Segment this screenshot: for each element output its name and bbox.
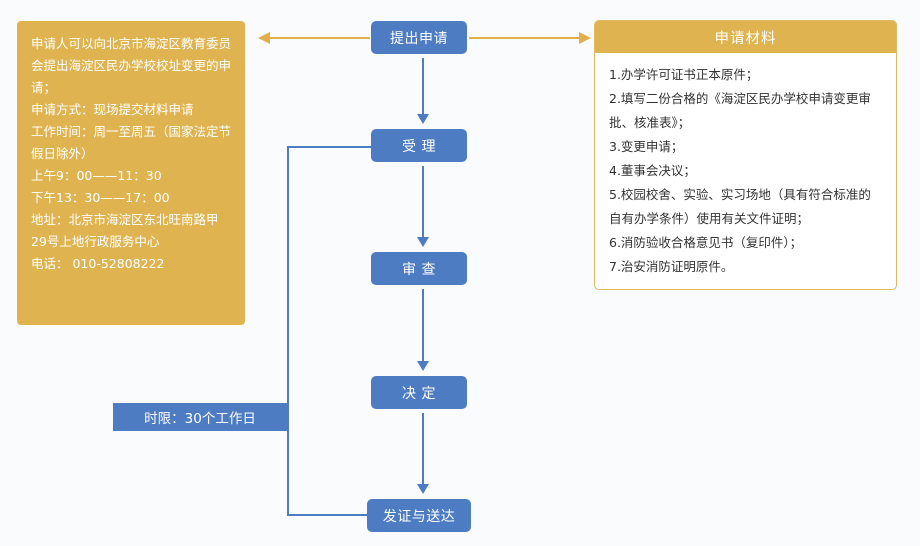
materials-list: 1.办学许可证书正本原件； 2.填写二份合格的《海淀区民办学校申请变更审批、核准… bbox=[595, 53, 896, 287]
arrow-right-head bbox=[579, 32, 591, 44]
arrow-down-head bbox=[417, 114, 429, 124]
material-item: 3.变更申请； bbox=[609, 139, 684, 154]
info-line-phone: 电话： 010-52808222 bbox=[31, 256, 165, 271]
material-item: 5.校园校舍、实验、实习场地（具有符合标准的自有办学条件）使用有关文件证明； bbox=[609, 187, 871, 226]
arrow-down-shaft bbox=[422, 289, 424, 363]
arrow-down-icon-decide-to-deliver bbox=[416, 413, 430, 496]
bracket-bottom-segment bbox=[287, 514, 368, 516]
flow-node-decide[interactable]: 决 定 bbox=[371, 376, 467, 409]
material-item: 4.董事会决议； bbox=[609, 163, 696, 178]
arrow-down-head bbox=[417, 484, 429, 494]
arrow-left-icon bbox=[258, 31, 370, 45]
arrow-right-shaft bbox=[469, 37, 580, 39]
required-materials-panel: 申请材料 1.办学许可证书正本原件； 2.填写二份合格的《海淀区民办学校申请变更… bbox=[594, 20, 897, 290]
material-item: 6.消防验收合格意见书（复印件）； bbox=[609, 235, 803, 250]
info-line-address: 地址：北京市海淀区东北旺南路甲29号上地行政服务中心 bbox=[31, 212, 219, 249]
info-line-method: 申请方式：现场提交材料申请 bbox=[31, 102, 194, 117]
info-line-morning: 上午9：00——11：30 bbox=[31, 168, 162, 183]
arrow-right-icon bbox=[469, 31, 593, 45]
flow-node-deliver[interactable]: 发证与送达 bbox=[367, 499, 471, 532]
arrow-down-shaft bbox=[422, 166, 424, 239]
arrow-down-icon-review-to-decide bbox=[416, 289, 430, 373]
material-item: 1.办学许可证书正本原件； bbox=[609, 67, 759, 82]
info-line-applicant: 申请人可以向北京市海淀区教育委员会提出海淀区民办学校校址变更的申请； bbox=[31, 36, 232, 95]
arrow-down-icon-submit-to-accept bbox=[416, 58, 430, 126]
arrow-left-head bbox=[258, 32, 270, 44]
deadline-label: 时限：30个工作日 bbox=[113, 403, 287, 431]
application-info-panel: 申请人可以向北京市海淀区教育委员会提出海淀区民办学校校址变更的申请； 申请方式：… bbox=[17, 21, 245, 325]
arrow-down-shaft bbox=[422, 413, 424, 486]
flow-node-accept[interactable]: 受 理 bbox=[371, 129, 467, 162]
info-line-afternoon: 下午13：30——17：00 bbox=[31, 190, 170, 205]
flow-node-submit[interactable]: 提出申请 bbox=[371, 21, 467, 54]
bracket-vertical-segment bbox=[287, 146, 289, 516]
material-item: 7.治安消防证明原件。 bbox=[609, 259, 734, 274]
arrow-down-head bbox=[417, 361, 429, 371]
materials-panel-title: 申请材料 bbox=[595, 21, 896, 53]
flow-node-review[interactable]: 审 查 bbox=[371, 252, 467, 285]
info-line-hours: 工作时间：周一至周五（国家法定节假日除外） bbox=[31, 124, 232, 161]
bracket-top-segment bbox=[287, 146, 372, 148]
arrow-down-head bbox=[417, 237, 429, 247]
arrow-left-shaft bbox=[269, 37, 370, 39]
arrow-down-shaft bbox=[422, 58, 424, 116]
material-item: 2.填写二份合格的《海淀区民办学校申请变更审批、核准表》； bbox=[609, 91, 871, 130]
arrow-down-icon-accept-to-review bbox=[416, 166, 430, 249]
